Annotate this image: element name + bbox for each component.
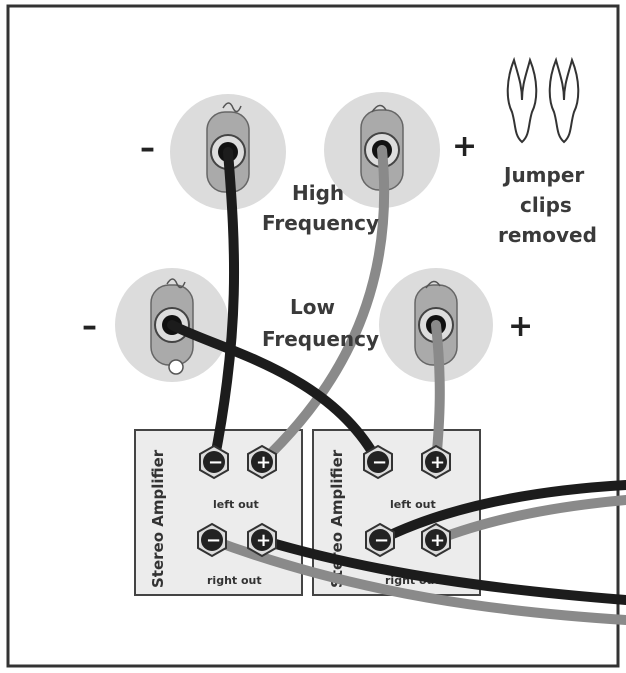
high-frequency-label-1: High — [292, 181, 344, 205]
svg-text:−: − — [372, 452, 387, 473]
amp1-vertical-label: Stereo Amplifier — [149, 449, 167, 588]
amp1-terminals: − + − + — [197, 444, 277, 558]
amp2-left-out-label: left out — [390, 498, 436, 511]
jumper-label-2: clips — [520, 193, 572, 217]
high-positive-sign: + — [452, 129, 477, 164]
amp2-right-negative-terminal: − — [365, 522, 395, 558]
high-negative-sign: – — [140, 131, 155, 166]
amp2-right-positive-terminal: + — [421, 522, 451, 558]
svg-text:+: + — [430, 452, 445, 473]
amp2-terminals: − + − + — [363, 444, 451, 558]
cable-low-positive — [431, 320, 445, 467]
high-frequency-label-2: Frequency — [262, 211, 379, 235]
amp1-left-positive-terminal: + — [247, 444, 277, 480]
post-wire-scribble — [425, 280, 441, 289]
post-wire-scribble — [371, 104, 387, 113]
cable-high-negative — [209, 147, 240, 467]
jumper-label-3: removed — [498, 223, 597, 247]
cable-amp2-right-gray — [431, 495, 626, 545]
post-wire-scribble — [222, 102, 242, 113]
cable-amp1-right-gray — [207, 535, 626, 625]
cable-amp1-right-black — [257, 535, 626, 605]
post-wire-scribble — [166, 278, 186, 289]
svg-text:−: − — [374, 530, 389, 551]
low-frequency-label-2: Frequency — [262, 327, 379, 351]
amp1-left-negative-terminal: − — [199, 444, 229, 480]
cable-high-positive — [257, 145, 390, 467]
jumper-clips-icon — [506, 56, 580, 144]
post-jumper-hole — [168, 359, 184, 375]
svg-text:+: + — [256, 530, 271, 551]
svg-text:+: + — [256, 452, 271, 473]
cable-low-negative — [167, 320, 383, 467]
low-negative-sign: – — [82, 309, 97, 344]
amp1-right-negative-terminal: − — [197, 522, 227, 558]
cable-amp2-right-black — [375, 480, 626, 545]
amp2-left-positive-terminal: + — [421, 444, 451, 480]
amp1-right-out-label: right out — [207, 574, 262, 587]
amp1-right-positive-terminal: + — [247, 522, 277, 558]
jumper-clip-left — [506, 56, 538, 144]
svg-text:−: − — [208, 452, 223, 473]
amp2-vertical-label: Stereo Amplifier — [328, 449, 346, 588]
low-positive-sign: + — [508, 309, 533, 344]
low-frequency-label-1: Low — [290, 295, 335, 319]
amp2-left-negative-terminal: − — [363, 444, 393, 480]
amp1-left-out-label: left out — [213, 498, 259, 511]
svg-text:+: + — [430, 530, 445, 551]
svg-text:−: − — [206, 530, 221, 551]
jumper-label-1: Jumper — [502, 163, 584, 187]
jumper-clip-right — [548, 56, 580, 144]
